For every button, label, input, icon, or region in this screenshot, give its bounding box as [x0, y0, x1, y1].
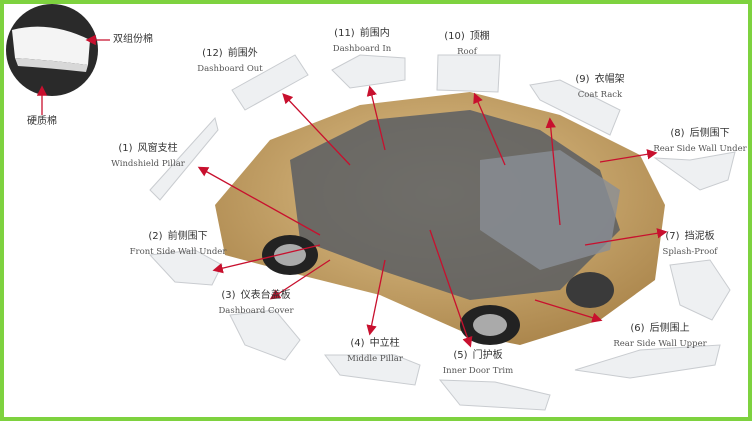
label-dashboard-cover: (3) 仪表台盖板 Dashboard Cover — [218, 287, 293, 317]
part-name-cn: 风窗支柱 — [137, 143, 178, 154]
insulation-panels — [148, 54, 736, 411]
part-number: (10) — [444, 31, 465, 42]
label-middle-pillar: (4) 中立柱 Middle Pillar — [347, 335, 403, 365]
part-number: (3) — [221, 290, 236, 301]
label-coat-rack: (9) 衣帽架 Coat Rack — [575, 71, 624, 101]
label-splash-proof: (7) 挡泥板 Splash-Proof — [663, 228, 718, 258]
label-two-component-cotton: 双组份棉 — [113, 34, 153, 45]
part-number: (1) — [118, 143, 133, 154]
label-front-side-wall-under: (2) 前侧围下 Front Side Wall Under — [130, 228, 227, 258]
part-number: (8) — [670, 128, 685, 139]
part-name-en: Inner Door Trim — [442, 366, 514, 376]
label-windshield-pillar: (1) 风窗支柱 Windshield Pillar — [111, 140, 185, 170]
part-name-en: Dashboard Out — [197, 64, 263, 74]
label-rear-side-wall-upper: (6) 后侧围上 Rear Side Wall Upper — [613, 320, 706, 350]
part-name-en: Front Side Wall Under — [129, 247, 227, 257]
part-name-cn: 顶棚 — [469, 31, 490, 42]
part-name-cn: 衣帽架 — [594, 74, 625, 85]
label-roof: (10) 顶棚 Roof — [444, 28, 490, 58]
part-number: (11) — [334, 28, 355, 39]
label-dashboard-in: (11) 前围内 Dashboard In — [333, 25, 391, 55]
part-name-en: Windshield Pillar — [111, 159, 185, 169]
material-sample-circle — [6, 4, 98, 96]
part-name-cn: 前围外 — [227, 48, 258, 59]
car-body — [215, 92, 665, 345]
part-name-cn: 后侧围下 — [689, 128, 730, 139]
part-name-cn: 前围内 — [359, 28, 390, 39]
part-number: (6) — [630, 323, 645, 334]
part-name-cn: 门护板 — [472, 350, 503, 361]
part-name-en: Rear Side Wall Upper — [613, 339, 707, 349]
part-number: (7) — [665, 231, 680, 242]
part-name-cn: 后侧围上 — [649, 323, 690, 334]
part-number: (5) — [453, 350, 468, 361]
part-name-en: Roof — [457, 47, 477, 57]
label-inner-door-trim: (5) 门护板 Inner Door Trim — [443, 347, 513, 377]
part-number: (2) — [148, 231, 163, 242]
label-rear-side-wall-under: (8) 后侧围下 Rear Side Wall Under — [653, 125, 746, 155]
part-name-en: Dashboard Cover — [218, 306, 294, 316]
part-name-cn: 挡泥板 — [684, 231, 715, 242]
part-name-cn: 中立柱 — [369, 338, 400, 349]
callout-arrows — [36, 34, 668, 348]
label-dashboard-out: (12) 前围外 Dashboard Out — [197, 45, 262, 75]
part-number: (9) — [575, 74, 590, 85]
part-name-en: Middle Pillar — [347, 354, 403, 364]
part-number: (4) — [350, 338, 365, 349]
part-name-cn: 前侧围下 — [167, 231, 208, 242]
part-number: (12) — [202, 48, 223, 59]
part-name-en: Splash-Proof — [662, 247, 718, 257]
part-name-en: Dashboard In — [332, 44, 392, 54]
label-hard-cotton: 硬质棉 — [27, 116, 57, 127]
part-name-cn: 仪表台盖板 — [240, 290, 291, 301]
part-name-en: Coat Rack — [577, 90, 623, 100]
part-name-en: Rear Side Wall Under — [653, 144, 747, 154]
